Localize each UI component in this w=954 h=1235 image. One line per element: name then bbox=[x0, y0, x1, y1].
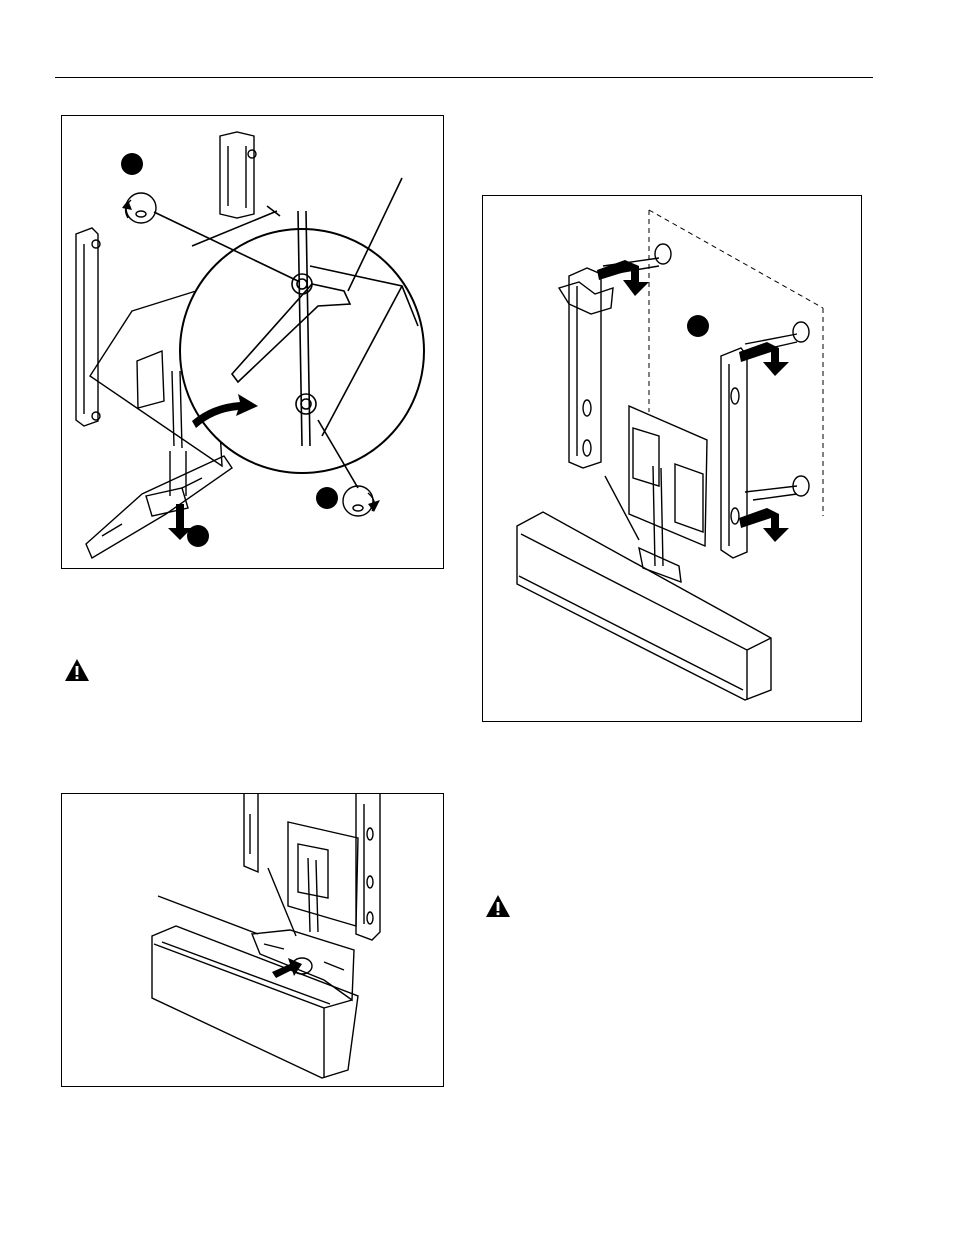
figure-attach-soundbar bbox=[61, 793, 444, 1087]
warning-triangle-icon bbox=[64, 658, 90, 682]
figure-wall-mount bbox=[482, 195, 862, 722]
callout-dot bbox=[316, 487, 338, 509]
callout-dot bbox=[187, 525, 209, 547]
callout-dot bbox=[687, 315, 709, 337]
callout-dot bbox=[121, 153, 143, 175]
figure-release-stand bbox=[61, 115, 444, 569]
header-rule bbox=[55, 77, 873, 78]
warning-triangle-icon bbox=[485, 894, 511, 918]
